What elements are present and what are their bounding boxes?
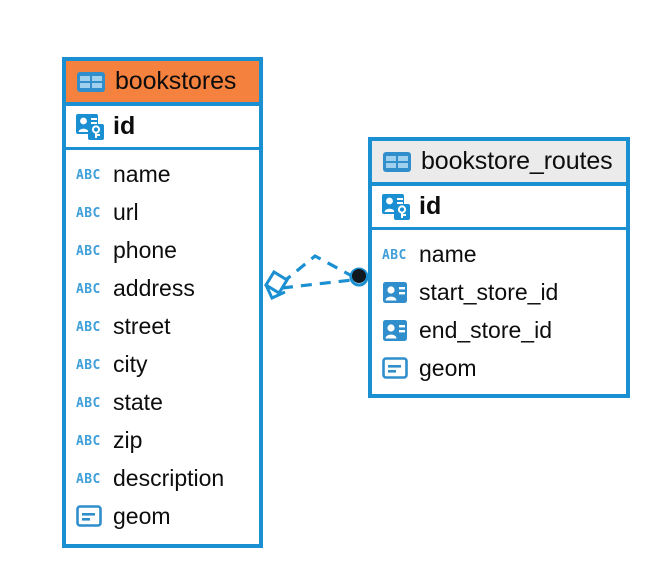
geometry-icon [76,504,104,528]
filled-circle-marker [349,267,369,287]
diamond-marker [263,269,290,300]
field-row[interactable]: geom [372,349,626,387]
field-label: street [113,312,171,339]
svg-text:ABC: ABC [76,320,101,335]
abc-text-icon: ABC [76,277,104,299]
field-row[interactable]: ABC street [66,307,259,345]
svg-text:ABC: ABC [76,206,101,221]
primary-key-card-icon [382,193,410,220]
table-icon [382,150,412,174]
entity-title: bookstore_routes [421,147,613,175]
svg-text:ABC: ABC [76,434,101,449]
field-row[interactable]: ABC description [66,459,259,497]
abc-text-icon: ABC [76,201,104,223]
field-label: zip [113,426,143,453]
relationship-line-upper [280,254,353,285]
foreign-key-card-icon [382,317,410,343]
field-row[interactable]: ABC phone [66,231,259,269]
field-label: address [113,274,195,301]
field-label: id [113,112,136,140]
entity-title: bookstores [115,67,237,95]
svg-text:ABC: ABC [76,168,101,183]
field-label: start_store_id [419,278,559,305]
abc-text-icon: ABC [76,353,104,375]
field-label: city [113,350,148,377]
abc-text-icon: ABC [76,467,104,489]
field-label: id [419,192,442,220]
foreign-key-card-icon [382,279,410,305]
svg-text:ABC: ABC [76,472,101,487]
field-row[interactable]: ABC city [66,345,259,383]
abc-text-icon: ABC [76,315,104,337]
geometry-icon [382,356,410,380]
field-label: geom [113,502,171,529]
field-row[interactable]: ABC state [66,383,259,421]
field-row[interactable]: ABC address [66,269,259,307]
field-label: phone [113,236,177,263]
field-row[interactable]: ABC name [66,155,259,193]
abc-text-icon: ABC [76,391,104,413]
svg-text:ABC: ABC [76,244,101,259]
abc-text-icon: ABC [382,243,410,265]
svg-text:ABC: ABC [76,396,101,411]
table-icon [76,70,106,94]
field-row[interactable]: ABC zip [66,421,259,459]
field-label: url [113,198,139,225]
abc-text-icon: ABC [76,429,104,451]
field-row[interactable]: end_store_id [372,311,626,349]
field-label: geom [419,354,477,381]
entity-header-bookstore-routes[interactable]: bookstore_routes [372,141,626,186]
relationship-line-lower [281,278,353,290]
svg-text:ABC: ABC [76,358,101,373]
field-row[interactable]: start_store_id [372,273,626,311]
svg-text:ABC: ABC [382,248,407,263]
abc-text-icon: ABC [76,239,104,261]
field-label: name [113,160,171,187]
field-row-primary-key[interactable]: id [66,106,259,150]
field-row[interactable]: geom [66,497,259,535]
svg-text:ABC: ABC [76,282,101,297]
abc-text-icon: ABC [76,163,104,185]
field-row[interactable]: ABC name [372,235,626,273]
field-label: description [113,464,225,491]
field-label: end_store_id [419,316,552,343]
field-row[interactable]: ABC url [66,193,259,231]
field-label: state [113,388,163,415]
field-row-primary-key[interactable]: id [372,186,626,230]
field-label: name [419,240,477,267]
primary-key-card-icon [76,113,104,140]
entity-header-bookstores[interactable]: bookstores [66,61,259,106]
